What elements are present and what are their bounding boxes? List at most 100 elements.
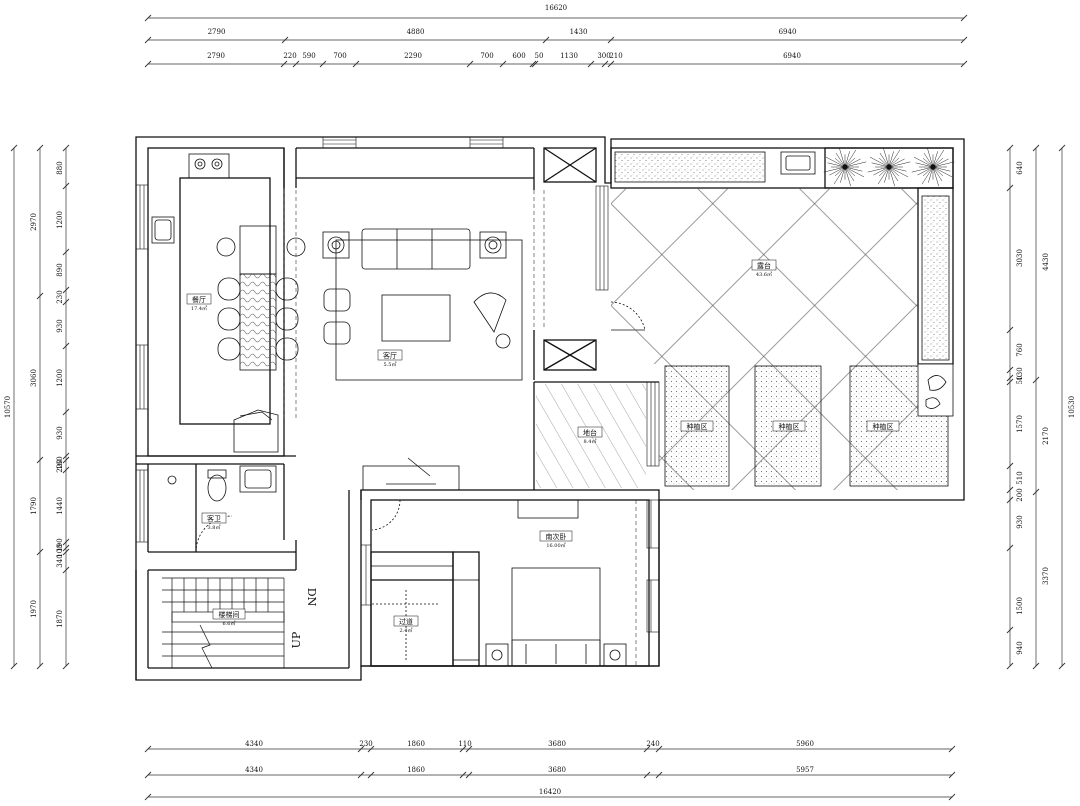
- windows: [135, 136, 660, 633]
- room-label: 种植区: [866, 420, 900, 432]
- room-name: 露台: [757, 261, 771, 270]
- dim-left-inner: 1200: [56, 369, 64, 387]
- dim-left-inner: 340: [56, 554, 64, 567]
- dim-left-inner: 100: [56, 544, 64, 557]
- dim-right-inner: 3030: [1016, 249, 1024, 267]
- room-area: 16.00㎡: [546, 542, 565, 549]
- room-name: 楼梯间: [219, 610, 240, 619]
- dim-bottom-row2: 5957: [796, 766, 814, 774]
- dim-right-inner: 640: [1016, 161, 1024, 174]
- room-name: 地台: [583, 428, 597, 437]
- dim-bottom-row2: 4340: [245, 766, 263, 774]
- room-name: 客厅: [383, 351, 397, 360]
- dim-top-row2: 590: [302, 52, 315, 60]
- dim-bottom-row2: 3680: [548, 766, 566, 774]
- room-name: 客卫: [207, 514, 221, 523]
- dim-bottom-row1: 3680: [548, 740, 566, 748]
- living-room-bottom-counter: [362, 457, 460, 491]
- dim-left-inner: 160: [56, 456, 64, 469]
- plant-icon: [823, 147, 867, 187]
- dim-left-outer: 1790: [30, 497, 38, 515]
- dim-bottom-row1: 1860: [407, 740, 425, 748]
- dim-top-row2: 50: [535, 52, 544, 60]
- dim-bottom-row1: 110: [458, 740, 471, 748]
- dim-bottom-row1: 5960: [796, 740, 814, 748]
- dim-right-inner: 510: [1016, 471, 1024, 484]
- dim-right-outer: 4430: [1042, 253, 1050, 271]
- dim-left-inner: 890: [56, 263, 64, 276]
- dim-left-outer: 2970: [30, 213, 38, 231]
- room-name: 餐厅: [192, 295, 206, 304]
- dim-top-row2: 700: [333, 52, 346, 60]
- dim-bottom-row1: 230: [359, 740, 372, 748]
- dim-left-inner: 930: [56, 319, 64, 332]
- dim-top-row1: 2790: [208, 28, 226, 36]
- bedroom-furniture: [371, 499, 627, 667]
- stair-down-label: DN: [305, 588, 318, 607]
- plant-icon: [911, 147, 955, 187]
- dim-left-inner: 880: [56, 161, 64, 174]
- dim-left-inner: 230: [56, 290, 64, 303]
- dim-top-row2: 300: [597, 52, 610, 60]
- dim-left-inner: 1440: [56, 497, 64, 515]
- right-dimension-labels: 1053044302170337064030307601305015705102…: [1016, 161, 1076, 654]
- balcony-planters: [614, 151, 954, 487]
- dim-top-row2: 2790: [207, 52, 225, 60]
- room-name: 过道: [399, 617, 413, 626]
- room-label: 客卫3.8㎡: [201, 512, 227, 531]
- room-label: 客厅5.5㎡: [377, 349, 403, 368]
- dim-top-row2: 220: [283, 52, 296, 60]
- room-label: 种植区: [772, 420, 806, 432]
- dashed-guides: [283, 190, 637, 666]
- dim-top-row1: 4880: [407, 28, 425, 36]
- room-name: 种植区: [873, 422, 894, 431]
- balcony-tile-floor: [611, 188, 918, 364]
- dim-right-inner: 1500: [1016, 597, 1024, 615]
- dim-left-overall: 10570: [4, 396, 12, 418]
- stair-up-label: UP: [290, 631, 303, 648]
- dim-right-inner: 50: [1016, 376, 1024, 385]
- dining-room-furniture: [151, 153, 306, 453]
- dim-left-inner: 1200: [56, 211, 64, 229]
- room-area: 8.4㎡: [584, 438, 597, 445]
- dim-right-inner: 760: [1016, 343, 1024, 356]
- dim-top-row2: 600: [512, 52, 525, 60]
- top-dimension-labels: 16620 2790 4880 1430 6940 2790 220 590 700 2290 70…: [207, 4, 801, 60]
- stairwell: [162, 577, 285, 669]
- room-label: 种植区: [680, 420, 714, 432]
- dim-top-row1: 1430: [570, 28, 588, 36]
- dim-top-row2: 2290: [404, 52, 422, 60]
- dim-bottom-overall: 16420: [539, 788, 561, 796]
- dimension-ticks: [10, 14, 1066, 801]
- living-room-furniture: [322, 228, 646, 381]
- plant-icon: [867, 147, 911, 187]
- room-area: 6.6㎡: [223, 620, 236, 627]
- balcony-plants: [823, 147, 955, 187]
- room-area: 3.8㎡: [208, 524, 221, 531]
- dim-top-row1: 6940: [779, 28, 797, 36]
- dim-left-inner: 220: [56, 459, 64, 472]
- room-name: 种植区: [779, 422, 800, 431]
- room-area: 17.4㎡: [191, 305, 207, 312]
- dim-left-inner: 1870: [56, 610, 64, 628]
- bathroom-fixtures: [167, 465, 277, 553]
- room-area: 2.4㎡: [400, 627, 413, 634]
- dim-right-overall: 10530: [1068, 396, 1076, 418]
- dim-top-row2: 700: [480, 52, 493, 60]
- dim-top-row2: 1130: [560, 52, 578, 60]
- dim-top-overall: 16620: [545, 4, 567, 12]
- room-label: 过道2.4㎡: [393, 615, 419, 634]
- dim-bottom-row1: 4340: [245, 740, 263, 748]
- dim-left-outer: 3060: [30, 369, 38, 387]
- room-name: 种植区: [687, 422, 708, 431]
- room-area: 43.6㎡: [756, 271, 772, 278]
- dim-right-inner: 200: [1016, 488, 1024, 501]
- dim-right-inner: 940: [1016, 641, 1024, 654]
- room-label: 地台8.4㎡: [577, 426, 603, 445]
- room-name: 南次卧: [546, 532, 567, 541]
